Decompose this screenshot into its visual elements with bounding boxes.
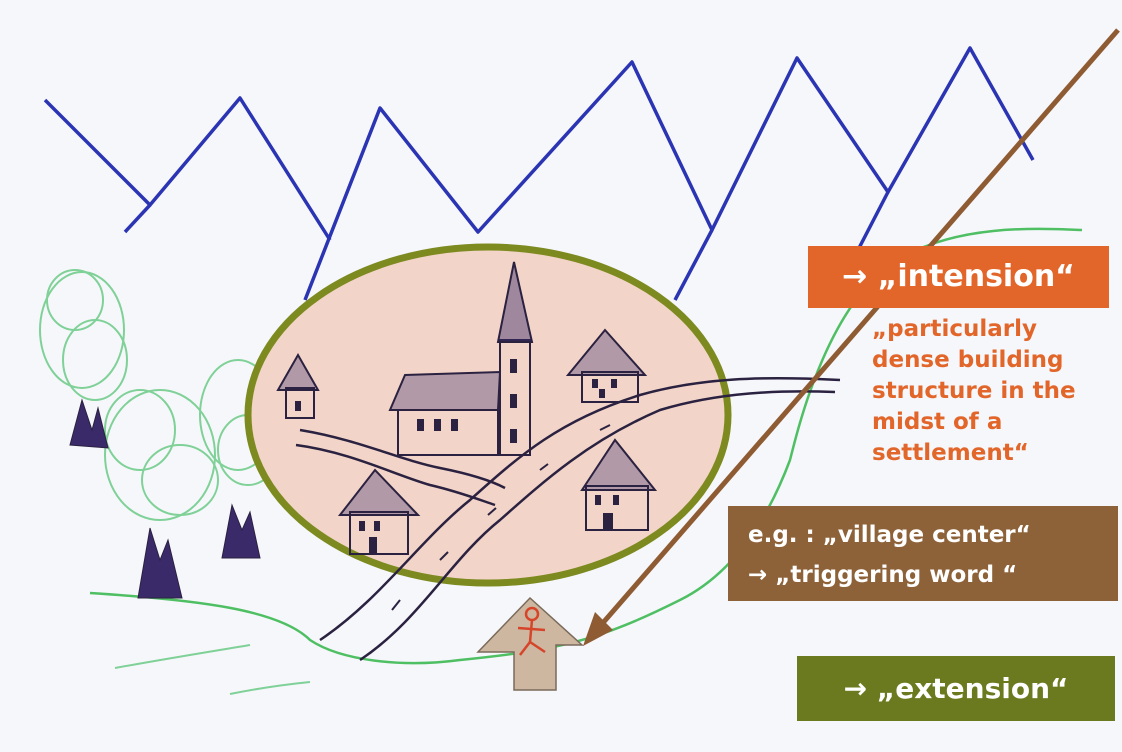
road-dashes — [391, 424, 611, 611]
mountain-range-5 — [856, 191, 890, 251]
church — [388, 261, 534, 456]
brown-arrowhead — [583, 612, 613, 646]
roads — [295, 377, 841, 662]
house-bottom-left — [337, 468, 421, 555]
village-area — [244, 243, 732, 587]
intension-label: → „intension“ — [842, 259, 1075, 294]
tree-group — [39, 269, 279, 521]
extension-label-box: → „extension“ — [797, 656, 1115, 721]
mountain-range — [43, 96, 332, 241]
person-icon — [517, 606, 546, 656]
intension-label-box: → „intension“ — [808, 246, 1109, 308]
definition-text: „particularly dense building structure i… — [872, 316, 1076, 466]
example-box: e.g. : „village center“ → „triggering wo… — [728, 506, 1118, 601]
hill-line-3 — [229, 681, 311, 695]
example-line-2: → „triggering word “ — [748, 562, 1018, 588]
example-line-1: e.g. : „village center“ — [748, 522, 1031, 548]
hill-line-2 — [114, 644, 251, 669]
extension-label: → „extension“ — [843, 672, 1069, 705]
house-left — [276, 352, 320, 419]
tree-trunks — [69, 398, 261, 599]
mountain-range-4 — [673, 229, 714, 301]
house-right — [565, 328, 648, 403]
house-bottom-right — [580, 438, 658, 531]
mountain-range-2 — [123, 203, 152, 234]
brown-arrow — [593, 28, 1120, 634]
